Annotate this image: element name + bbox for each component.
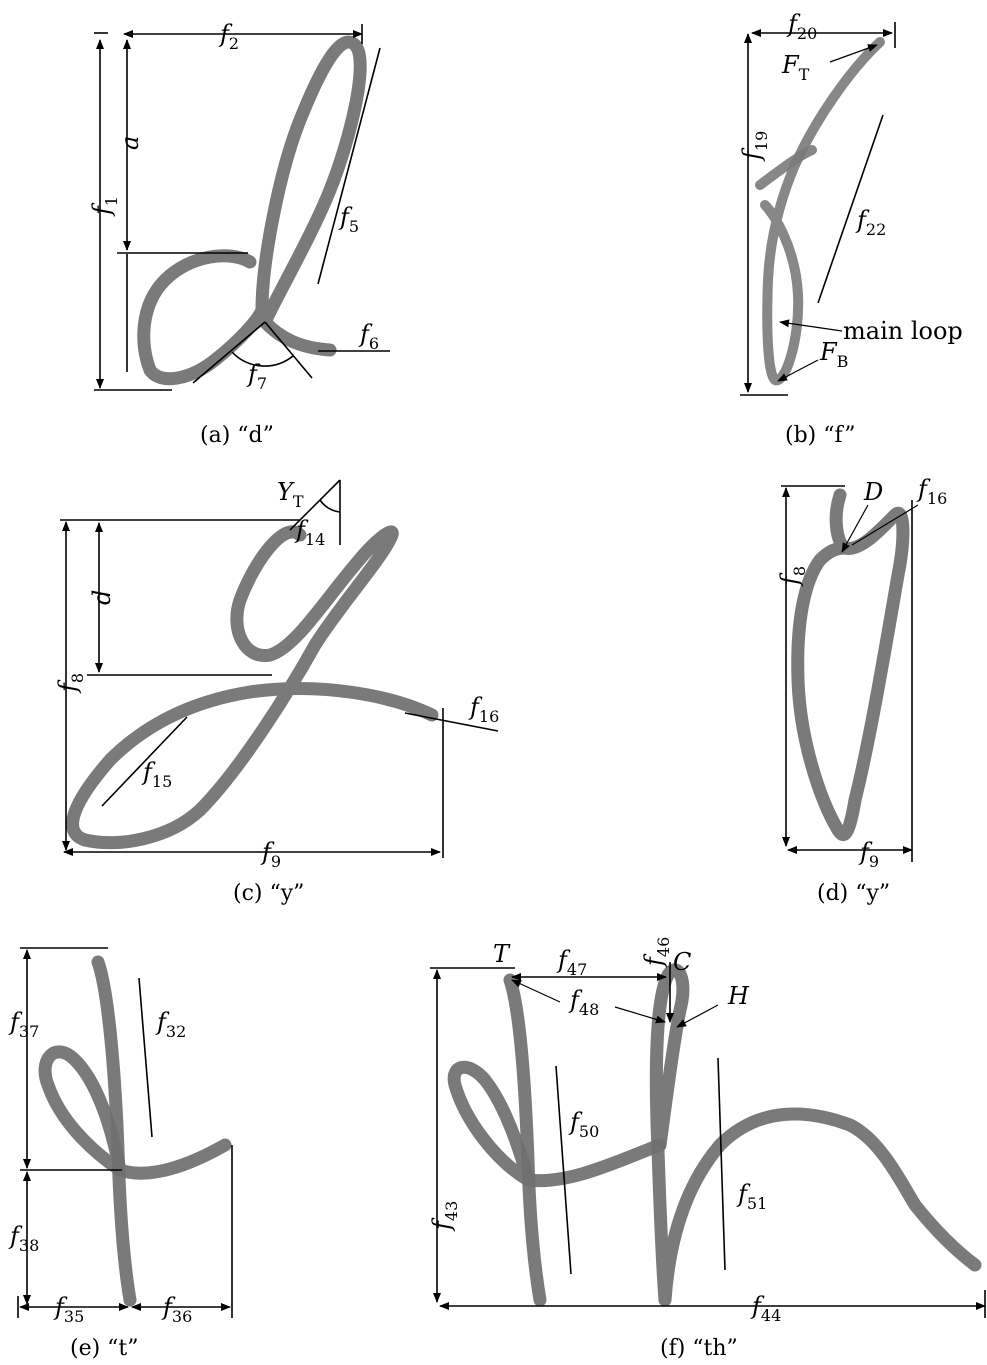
FT-pointer	[829, 44, 878, 63]
D-pointer	[841, 504, 869, 553]
label-f47: f47	[556, 946, 587, 979]
panel-e-letter-t: f37 f32 f38 f35 f36 (e) “t”	[8, 947, 233, 1361]
label-f6: f6	[358, 320, 379, 353]
label-f7: f7	[246, 360, 267, 393]
label-D: D	[863, 478, 883, 506]
f22-slant-line	[817, 114, 884, 304]
label-a: a	[116, 136, 144, 150]
label-YT: YT	[277, 478, 304, 511]
label-f38: f38	[8, 1222, 39, 1255]
f16-pointer-d	[851, 504, 919, 546]
label-f16: f16	[468, 693, 499, 726]
label-f8: f8	[54, 673, 87, 694]
label-C: C	[673, 948, 691, 976]
label-d: d	[88, 590, 116, 605]
f32-slant-line	[138, 977, 153, 1138]
label-f46: f46	[640, 937, 673, 968]
label-f14: f14	[294, 516, 325, 549]
label-f9: f9	[260, 838, 281, 871]
caption-c: (c) “y”	[233, 881, 304, 906]
label-f5: f5	[338, 203, 359, 236]
label-f32: f32	[155, 1008, 186, 1041]
main-loop-pointer	[779, 319, 843, 332]
letter-h-stroke	[649, 963, 982, 1307]
panel-d-letter-y: D f16 f8 f9 (d) “y”	[776, 475, 947, 906]
YT-tangent	[289, 479, 341, 531]
f7-right-line	[264, 321, 313, 379]
caption-e: (e) “t”	[70, 1336, 139, 1361]
f48-right-pointer	[614, 1006, 666, 1024]
label-f15: f15	[141, 758, 172, 791]
panel-c-letter-y: YT f14 d f8 f16 f15 f9 (c) “y”	[54, 478, 499, 906]
f50-slant-line	[555, 1065, 572, 1275]
label-f20: f20	[786, 10, 817, 43]
f48-left-pointer	[511, 979, 561, 1003]
panel-f-letters-th: T f47 f46 C f48 H f50 f43 f51 f44 (f) “t…	[428, 937, 986, 1361]
f16-line	[404, 712, 499, 732]
panel-b-letter-f: f20 FT f19 f22 main loop FB (b) “f”	[738, 10, 963, 448]
FB-pointer	[777, 359, 819, 382]
svg-text:d: d	[88, 590, 116, 605]
letter-f-stroke	[760, 37, 885, 386]
svg-text:f46: f46	[640, 937, 673, 968]
svg-text:f19: f19	[738, 131, 771, 162]
label-f1: f1	[88, 196, 121, 217]
label-f9-d: f9	[858, 838, 879, 871]
YT-angle-arc	[319, 499, 341, 513]
label-f22: f22	[855, 206, 886, 239]
letter-d-stroke	[137, 35, 367, 386]
label-H: H	[727, 982, 750, 1010]
svg-text:f43: f43	[428, 1201, 461, 1232]
panel-a-letter-d: f1 a f2 f5 f6 f7 (a) “d”	[88, 20, 390, 448]
label-f2: f2	[218, 20, 239, 53]
label-f43: f43	[428, 1201, 461, 1232]
caption-d: (d) “y”	[817, 881, 890, 906]
svg-text:f8: f8	[54, 673, 87, 694]
H-pointer	[676, 1004, 719, 1028]
label-f44: f44	[750, 1292, 781, 1325]
caption-a: (a) “d”	[200, 423, 274, 448]
label-f36: f36	[161, 1293, 192, 1326]
f15-slant-line	[101, 716, 188, 807]
svg-text:f1: f1	[88, 196, 121, 217]
label-FB: FB	[819, 338, 848, 371]
letter-y-stroke	[66, 525, 439, 850]
label-f37: f37	[8, 1008, 39, 1041]
label-f48: f48	[568, 986, 599, 1019]
svg-text:a: a	[116, 136, 144, 150]
f7-angle-arc	[231, 351, 294, 367]
label-f16-d: f16	[916, 475, 947, 508]
caption-b: (b) “f”	[785, 423, 856, 448]
letter-t-loop-th	[447, 1060, 667, 1188]
letter-f-crossbar	[755, 145, 817, 190]
label-main-loop: main loop	[843, 317, 963, 345]
letter-y2-stroke	[791, 488, 910, 842]
f5-slant-line	[317, 47, 381, 285]
label-f35: f35	[53, 1293, 84, 1326]
label-f50: f50	[568, 1108, 599, 1141]
label-T: T	[493, 940, 511, 968]
label-f51: f51	[736, 1180, 767, 1213]
letter-t-loop	[38, 1045, 232, 1180]
f51-slant-line	[717, 1057, 726, 1271]
label-FT: FT	[781, 51, 810, 84]
f7-left-line	[192, 321, 266, 384]
caption-f: (f) “th”	[660, 1336, 738, 1361]
label-f19: f19	[738, 131, 771, 162]
